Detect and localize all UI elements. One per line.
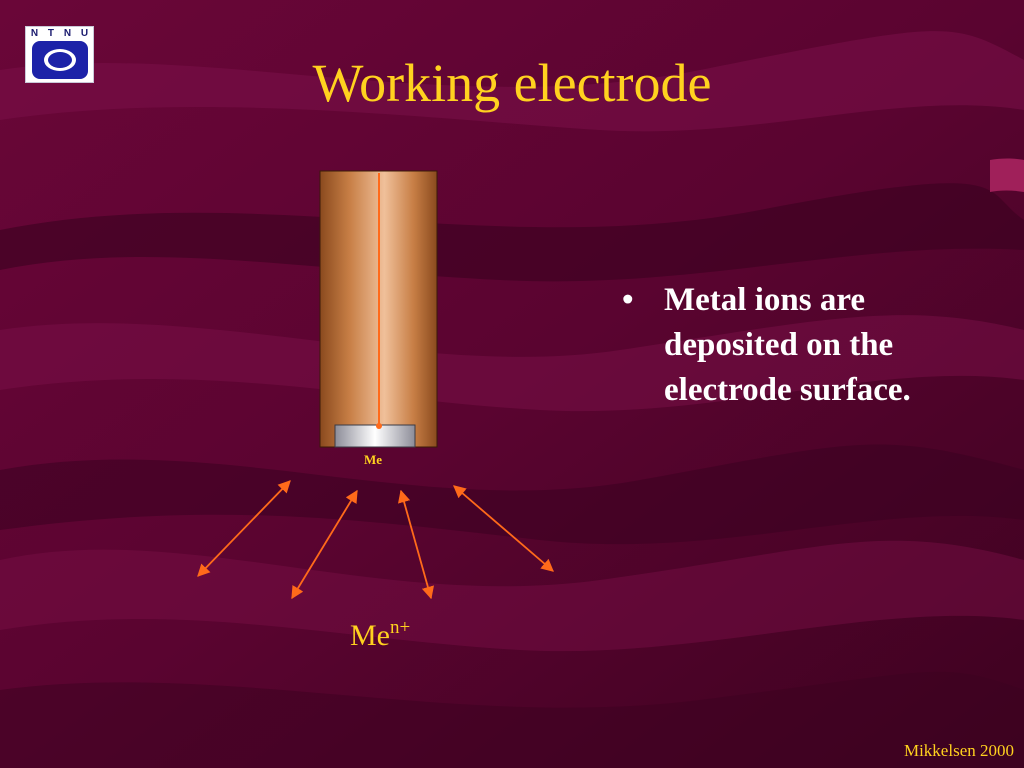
metal-ion-label: Men+ (350, 610, 410, 654)
bullet-item: • Metal ions are deposited on the electr… (622, 278, 982, 413)
ion-arrow (291, 489, 358, 600)
logo-letters: N T N U (26, 28, 93, 39)
logo-letter: U (80, 28, 89, 39)
slide-footer: Mikkelsen 2000 (903, 741, 1014, 760)
bullet-marker: • (622, 282, 634, 318)
electrode-wire-end (376, 423, 382, 429)
ntnu-logo: N T N U (25, 26, 94, 83)
logo-letter: N (30, 28, 39, 39)
logo-letter: N (63, 28, 72, 39)
ion-arrow (453, 485, 554, 572)
bullet-text: Metal ions are deposited on the electrod… (664, 282, 911, 408)
electrode-tip (334, 424, 416, 448)
ion-arrow (397, 489, 435, 600)
ion-arrow (197, 480, 291, 577)
slide-title: Working electrode (312, 53, 712, 113)
electrode-tip-label: Me (363, 452, 383, 467)
ion-label-base: Me (350, 619, 390, 652)
ion-label-charge: n+ (390, 617, 411, 638)
logo-mark-icon (32, 41, 88, 79)
logo-letter: T (47, 28, 55, 39)
